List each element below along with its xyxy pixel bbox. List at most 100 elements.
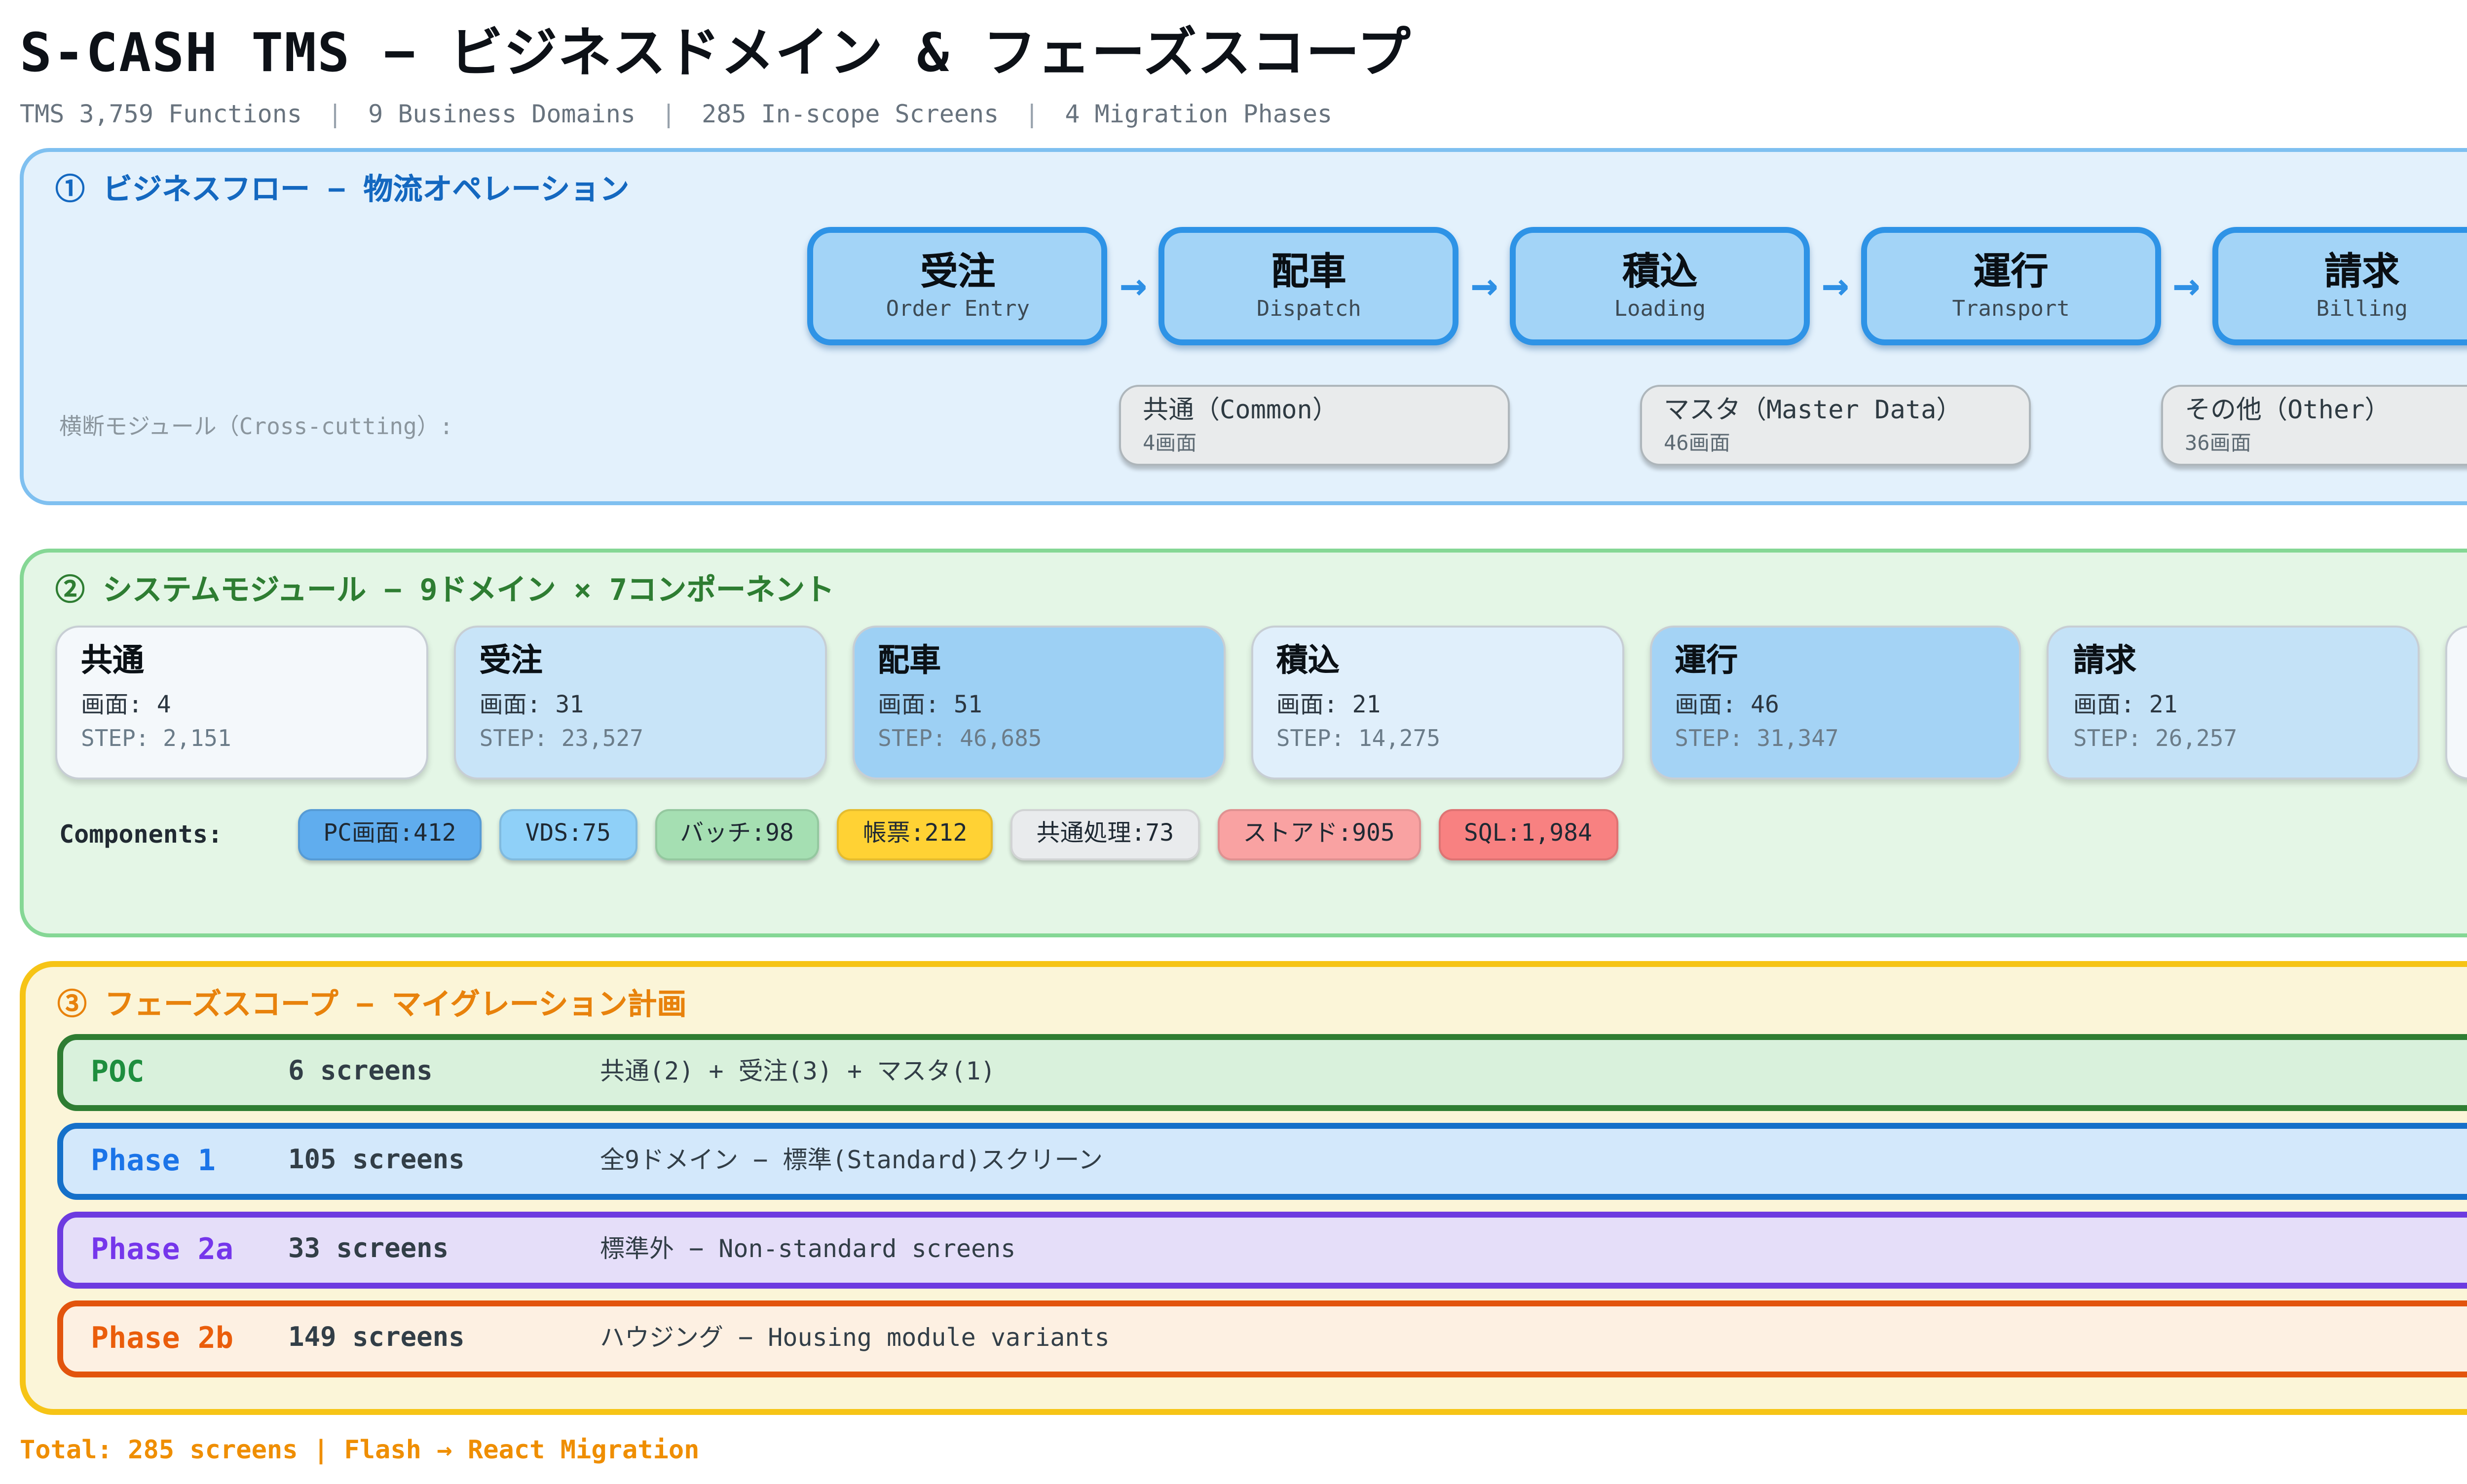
domain-name: 共通: [81, 641, 145, 679]
domain-card-dispatch: 配車 画面: 51 STEP: 46,685: [852, 626, 1225, 780]
component-chip-vds: VDS:75: [499, 809, 637, 860]
domain-card-order: 受注 画面: 31 STEP: 23,527: [453, 626, 827, 780]
domain-card-loading: 積込 画面: 21 STEP: 14,275: [1250, 626, 1624, 780]
flow-step-en: Loading: [1614, 296, 1706, 322]
domain-steps: STEP: 26,257: [2073, 725, 2238, 753]
phase-description: 共通(2) + 受注(3) + マスタ(1): [600, 1056, 996, 1086]
components-row: Components: PC画面:412 VDS:75 バッチ:98 帳票:21…: [55, 809, 2467, 860]
phase-name: Phase 1: [91, 1142, 216, 1178]
flow-step-order-entry: 受注 Order Entry: [808, 227, 1108, 346]
page-title: S-CASH TMS − ビジネスドメイン & フェーズスコープ: [20, 24, 1412, 85]
domain-screens: 画面: 21: [2073, 691, 2178, 719]
domain-screens: 画面: 21: [1276, 691, 1381, 719]
domain-steps: STEP: 23,527: [479, 725, 643, 753]
flow-step-en: Billing: [2316, 296, 2408, 322]
flow-step-en: Transport: [1952, 296, 2070, 322]
phase-description: 全9ドメイン − 標準(Standard)スクリーン: [600, 1145, 1103, 1175]
domain-steps: STEP: 2,151: [81, 725, 231, 753]
phase-screen-count: 33 screens: [288, 1232, 449, 1264]
domain-card-common: 共通 画面: 4 STEP: 2,151: [55, 626, 428, 780]
phase-screen-count: 105 screens: [288, 1144, 465, 1176]
business-flow: 受注 Order Entry → 配車 Dispatch → 積込 Loadin…: [55, 227, 2467, 346]
cross-box-count: 46画面: [1664, 431, 1730, 455]
section3-heading: ③ フェーズスコープ − マイグレーション計画: [57, 987, 687, 1023]
domain-screens: 画面: 4: [81, 691, 171, 719]
cross-cutting-boxes: 共通（Common） 4画面 マスタ（Master Data） 46画面 その他…: [55, 385, 2467, 466]
phase-screen-count: 6 screens: [288, 1055, 433, 1087]
section-system-modules: ② システムモジュール − 9ドメイン × 7コンポーネント 共通 画面: 4 …: [20, 549, 2467, 938]
domain-name: 運行: [1675, 641, 1738, 679]
phase-row-phase1: Phase 1 105 screens 全9ドメイン − 標準(Standard…: [57, 1122, 2467, 1200]
cross-box-other: その他（Other） 36画面: [2161, 385, 2467, 466]
domain-name: 請求: [2073, 641, 2136, 679]
phase-row-phase2a: Phase 2a 33 screens 標準外 − Non-standard s…: [57, 1211, 2467, 1289]
section-business-flow: ① ビジネスフロー − 物流オペレーション 受注 Order Entry → 配…: [20, 148, 2467, 506]
section1-heading: ① ビジネスフロー − 物流オペレーション: [55, 172, 630, 208]
domain-screens: 画面: 46: [1675, 691, 1779, 719]
domain-steps: STEP: 14,275: [1276, 725, 1441, 753]
flow-step-en: Dispatch: [1256, 296, 1361, 322]
flow-arrow-icon: →: [1120, 260, 1147, 311]
phase-row-poc: POC 6 screens 共通(2) + 受注(3) + マスタ(1): [57, 1033, 2467, 1112]
summary-stats: TMS 3,759 Functions | 9 Business Domains…: [20, 99, 2467, 128]
domain-screens: 画面: 51: [878, 691, 982, 719]
flow-step-jp: 積込: [1622, 251, 1698, 295]
component-chip-sql: SQL:1,984: [1438, 809, 1618, 860]
page-header: S-CASH TMS − ビジネスドメイン & フェーズスコープ TMS 3,7…: [0, 0, 2467, 128]
flow-step-jp: 受注: [920, 251, 996, 295]
cross-box-count: 4画面: [1143, 431, 1197, 455]
stat-separator: |: [1024, 99, 1040, 129]
stat-domains: 9 Business Domains: [368, 99, 635, 129]
phase-name: POC: [91, 1053, 145, 1089]
flow-step-en: Order Entry: [886, 296, 1030, 322]
domain-card-transport: 運行 画面: 46 STEP: 31,347: [1649, 626, 2022, 780]
phase-screen-count: 149 screens: [288, 1321, 465, 1353]
cross-box-title: その他（Other）: [2185, 397, 2391, 427]
stat-phases: 4 Migration Phases: [1065, 99, 1333, 129]
domain-card-pl: 収支 画面: 7 STEP: 1,728: [2446, 626, 2467, 780]
flow-step-jp: 請求: [2324, 251, 2400, 295]
stat-separator: |: [661, 99, 676, 129]
flow-step-jp: 運行: [1973, 251, 2049, 295]
components-label: Components:: [59, 819, 223, 850]
total-summary: Total: 285 screens | Flash → React Migra…: [20, 1437, 700, 1467]
component-chip-stored-proc: ストアド:905: [1217, 809, 1420, 860]
cross-box-count: 36画面: [2185, 431, 2251, 455]
domain-name: 配車: [878, 641, 941, 679]
component-chip-pc-screen: PC画面:412: [298, 809, 482, 860]
domain-card-billing: 請求 画面: 21 STEP: 26,257: [2047, 626, 2421, 780]
domain-steps: STEP: 46,685: [878, 725, 1042, 753]
cross-box-title: 共通（Common）: [1143, 397, 1338, 427]
stat-functions: TMS 3,759 Functions: [20, 99, 302, 129]
flow-step-dispatch: 配車 Dispatch: [1159, 227, 1459, 346]
cross-box-master-data: マスタ（Master Data） 46画面: [1640, 385, 2031, 466]
cross-cutting-row: 横断モジュール（Cross-cutting）: 共通（Common） 4画面 マ…: [55, 385, 2467, 466]
phase-row-phase2b: Phase 2b 149 screens ハウジング − Housing mod…: [57, 1299, 2467, 1378]
domain-cards: 共通 画面: 4 STEP: 2,151 受注 画面: 31 STEP: 23,…: [55, 626, 2467, 780]
flow-step-jp: 配車: [1271, 251, 1346, 295]
phase-name: Phase 2a: [91, 1231, 233, 1267]
domain-name: 積込: [1276, 641, 1340, 679]
cross-box-common: 共通（Common） 4画面: [1119, 385, 1510, 466]
flow-step-loading: 積込 Loading: [1510, 227, 1810, 346]
flow-step-transport: 運行 Transport: [1861, 227, 2161, 346]
domain-steps: STEP: 31,347: [1675, 725, 1839, 753]
domain-screens: 画面: 31: [479, 691, 584, 719]
flow-step-billing: 請求 Billing: [2212, 227, 2467, 346]
stat-screens: 285 In-scope Screens: [702, 99, 999, 129]
cross-cutting-label: 横断モジュール（Cross-cutting）:: [59, 412, 453, 441]
flow-arrow-icon: →: [2172, 260, 2201, 311]
component-chip-common-proc: 共通処理:73: [1010, 809, 1200, 860]
section-phase-scope: ③ フェーズスコープ − マイグレーション計画 POC 6 screens 共通…: [20, 961, 2467, 1415]
domain-name: 受注: [479, 641, 543, 679]
component-chip-report: 帳票:212: [837, 809, 993, 860]
phase-description: 標準外 − Non-standard screens: [600, 1233, 1016, 1263]
flow-arrow-icon: →: [1822, 260, 1849, 311]
phase-name: Phase 2b: [91, 1320, 233, 1356]
phase-description: ハウジング − Housing module variants: [600, 1322, 1110, 1352]
stat-separator: |: [328, 99, 343, 129]
cross-box-title: マスタ（Master Data）: [1664, 397, 1962, 427]
flow-arrow-icon: →: [1470, 260, 1498, 311]
section2-heading: ② システムモジュール − 9ドメイン × 7コンポーネント: [55, 572, 835, 608]
